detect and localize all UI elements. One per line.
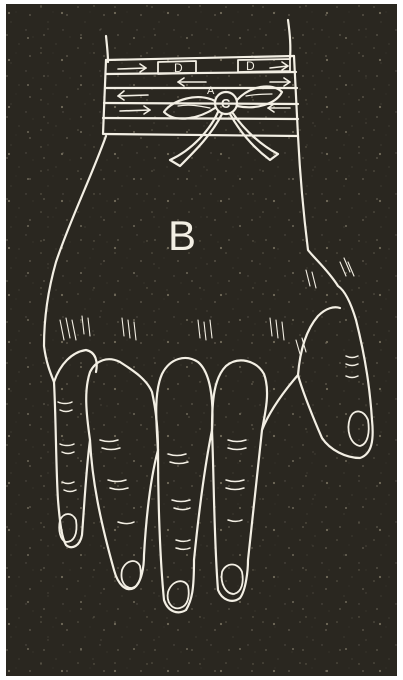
band-label-right: D: [246, 59, 255, 73]
band-label-left: D: [174, 61, 183, 75]
hand-label: B: [168, 212, 196, 259]
knot-label: C: [221, 96, 231, 111]
band-label-center: A: [207, 85, 215, 97]
